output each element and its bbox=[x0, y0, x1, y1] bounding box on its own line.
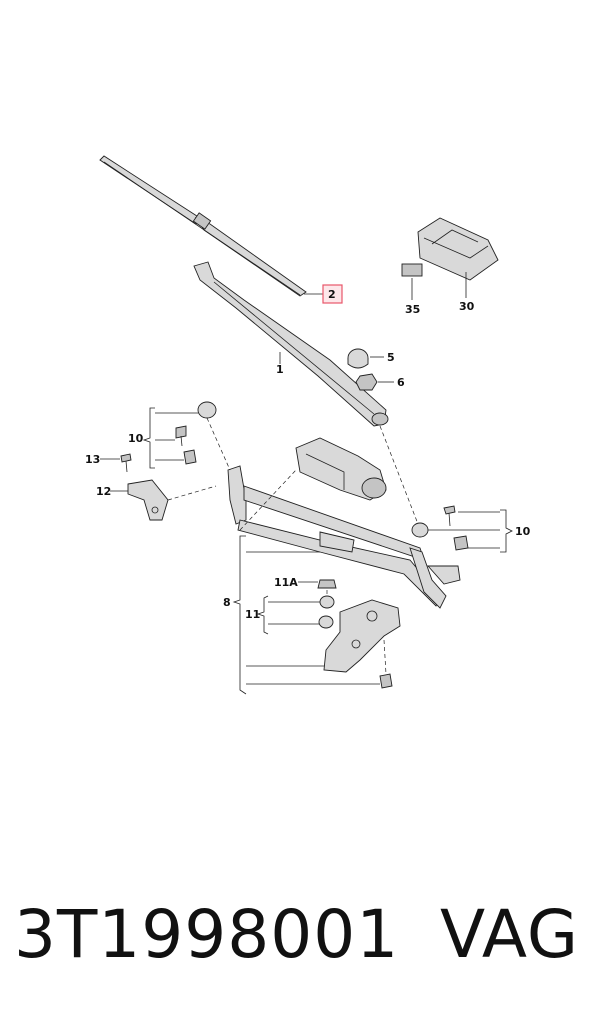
part-footer: 3T1998001 VAG bbox=[0, 885, 600, 995]
callout-11: 11 bbox=[245, 608, 260, 621]
callout-30: 30 bbox=[459, 300, 475, 313]
callout-11a: 11A bbox=[274, 576, 298, 589]
brand-name: VAG bbox=[440, 896, 580, 973]
callout-10-right: 10 bbox=[515, 525, 531, 538]
mount-drawing bbox=[317, 579, 401, 689]
callout-2-highlight bbox=[322, 284, 343, 304]
callout-1: 1 bbox=[276, 363, 284, 376]
wiper-blade-drawing bbox=[99, 155, 307, 297]
linkage-motor-drawing bbox=[227, 437, 461, 609]
control-module-drawing bbox=[401, 217, 499, 281]
leader-lines bbox=[100, 272, 513, 695]
cap-and-nut-drawing bbox=[347, 348, 378, 391]
callout-12: 12 bbox=[96, 485, 111, 498]
callout-35: 35 bbox=[405, 303, 420, 316]
callout-13: 13 bbox=[85, 453, 100, 466]
bracket-drawing bbox=[127, 479, 169, 521]
right-fasteners-drawing bbox=[411, 505, 469, 551]
callout-8: 8 bbox=[223, 596, 231, 609]
part-number: 3T1998001 bbox=[14, 896, 400, 973]
callout-5: 5 bbox=[387, 351, 395, 364]
wiper-assembly-diagram: 2 1 5 6 35 30 10 13 12 10 8 11A 11 bbox=[85, 155, 531, 695]
callout-2: 2 bbox=[328, 288, 336, 301]
wiper-arm-drawing bbox=[193, 261, 389, 427]
callout-6: 6 bbox=[397, 376, 405, 389]
callout-10-left: 10 bbox=[128, 432, 144, 445]
